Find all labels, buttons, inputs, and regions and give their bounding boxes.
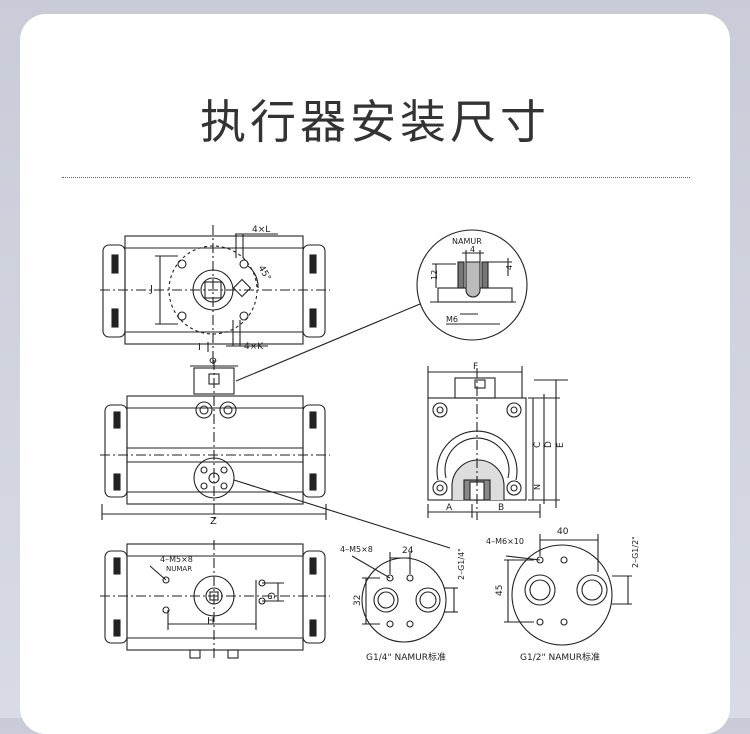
label-45: 45° <box>256 264 273 283</box>
label-namur-12: 12 <box>430 270 439 280</box>
label-f: F <box>473 362 478 372</box>
label-g14-caption: G1/4" NAMUR标准 <box>366 651 446 663</box>
label-c: C <box>533 442 543 448</box>
label-4xk: 4×K <box>244 342 264 352</box>
label-a: A <box>446 503 453 513</box>
label-n: N <box>533 484 542 490</box>
top-view <box>100 225 330 358</box>
label-d: D <box>544 441 554 448</box>
front-view <box>100 360 451 549</box>
label-b: B <box>498 503 504 513</box>
label-namur: NAMUR <box>452 237 482 246</box>
label-g14-side: 2–G1/4" <box>457 548 466 580</box>
label-phi: Φ <box>209 356 217 367</box>
label-z: Z <box>210 516 217 527</box>
label-g12-caption: G1/2" NAMUR标准 <box>520 651 600 663</box>
label-g: G <box>265 592 276 600</box>
label-numar: NUMAR <box>166 565 192 573</box>
label-4xl: 4×L <box>252 225 270 235</box>
content-card <box>20 14 730 734</box>
label-24: 24 <box>402 546 414 556</box>
label-h: H <box>207 616 215 627</box>
label-m6x10: 4–M6×10 <box>486 537 524 546</box>
g12-namur-detail <box>504 534 632 646</box>
label-i: I <box>198 342 201 353</box>
label-namur-4: 4 <box>470 245 475 254</box>
bottom-view <box>100 540 330 660</box>
side-view <box>427 366 568 520</box>
label-32: 32 <box>353 595 363 606</box>
label-40: 40 <box>557 527 569 537</box>
label-g12-side: 2–G1/2" <box>631 536 640 568</box>
title-divider <box>62 177 690 178</box>
label-m5x8-detail: 4–M5×8 <box>340 545 373 554</box>
label-m6: M6 <box>446 315 458 324</box>
installation-drawing: 4×L 4×K 45° J I NAMUR 4 12 4 M6 <box>100 225 640 663</box>
namur-detail <box>235 229 528 382</box>
label-j: J <box>149 284 153 295</box>
label-45-g12: 45 <box>495 585 505 596</box>
label-e: E <box>556 442 566 448</box>
label-namur-4b: 4 <box>505 265 514 270</box>
label-m5x8-bottom: 4–M5×8 <box>160 555 193 564</box>
page-title: 执行器安装尺寸 <box>200 95 550 149</box>
g14-namur-detail <box>351 552 458 643</box>
